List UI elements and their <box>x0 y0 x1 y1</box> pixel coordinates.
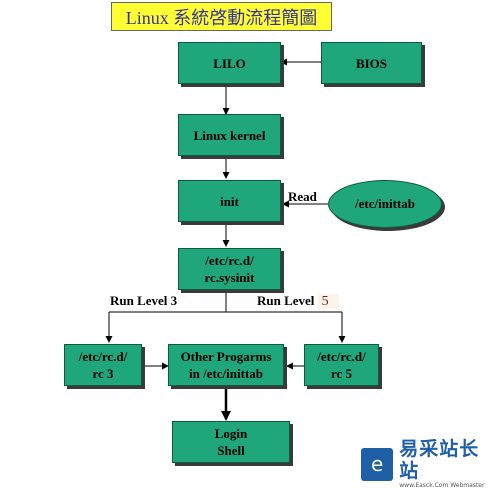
init-label: init <box>220 193 239 209</box>
rc-sysinit-box: /etc/rc.d/ rc.sysinit <box>178 248 281 290</box>
login-shell-line1: Login <box>214 426 248 441</box>
rc3-line1: /etc/rc.d/ <box>78 349 128 364</box>
login-shell-line2: Shell <box>217 443 245 458</box>
rc5-box: /etc/rc.d/ rc 5 <box>304 344 379 386</box>
run-level-3-label: Run Level 3 <box>110 293 178 308</box>
inittab-ellipse: /etc/inittab <box>328 180 442 228</box>
login-shell-box: Login Shell <box>172 421 290 463</box>
bios-label: BIOS <box>355 55 388 71</box>
init-box: init <box>178 180 281 222</box>
rc-sysinit-line2: rc.sysinit <box>204 270 255 285</box>
bios-box: BIOS <box>321 42 422 84</box>
linux-kernel-label: Linux kernel <box>193 127 266 143</box>
lilo-box: LILO <box>178 42 281 84</box>
run-level-5-text: Run Level <box>257 293 315 308</box>
rc3-line2: rc 3 <box>92 366 114 381</box>
watermark-text: 易采站长站 <box>399 438 480 482</box>
diagram-title: Linux 系統啓動流程簡圖 <box>111 2 332 31</box>
other-programs-line2: in /etc/inittab <box>188 366 264 381</box>
read-label: Read <box>288 189 317 204</box>
run-level-5-label: Run Level 5 <box>257 293 339 310</box>
rc3-box: /etc/rc.d/ rc 3 <box>64 344 142 386</box>
run-level-5-number: 5 <box>317 294 339 309</box>
rc5-line2: rc 5 <box>330 366 353 381</box>
linux-kernel-box: Linux kernel <box>178 114 281 156</box>
other-programs-box: Other Progarms in /etc/inittab <box>168 344 284 386</box>
rc-sysinit-line1: /etc/rc.d/ <box>205 253 254 268</box>
inittab-label: /etc/inittab <box>355 196 415 211</box>
watermark-subtext: www.Easck.Com Webmaster <box>399 482 485 489</box>
rc5-line1: /etc/rc.d/ <box>317 349 366 364</box>
other-programs-line1: Other Progarms <box>180 349 272 364</box>
lilo-label: LILO <box>213 55 246 71</box>
watermark-logo: e 易采站长站 www.Easck.Com Webmaster <box>361 438 497 489</box>
e-logo-icon: e <box>361 447 394 481</box>
